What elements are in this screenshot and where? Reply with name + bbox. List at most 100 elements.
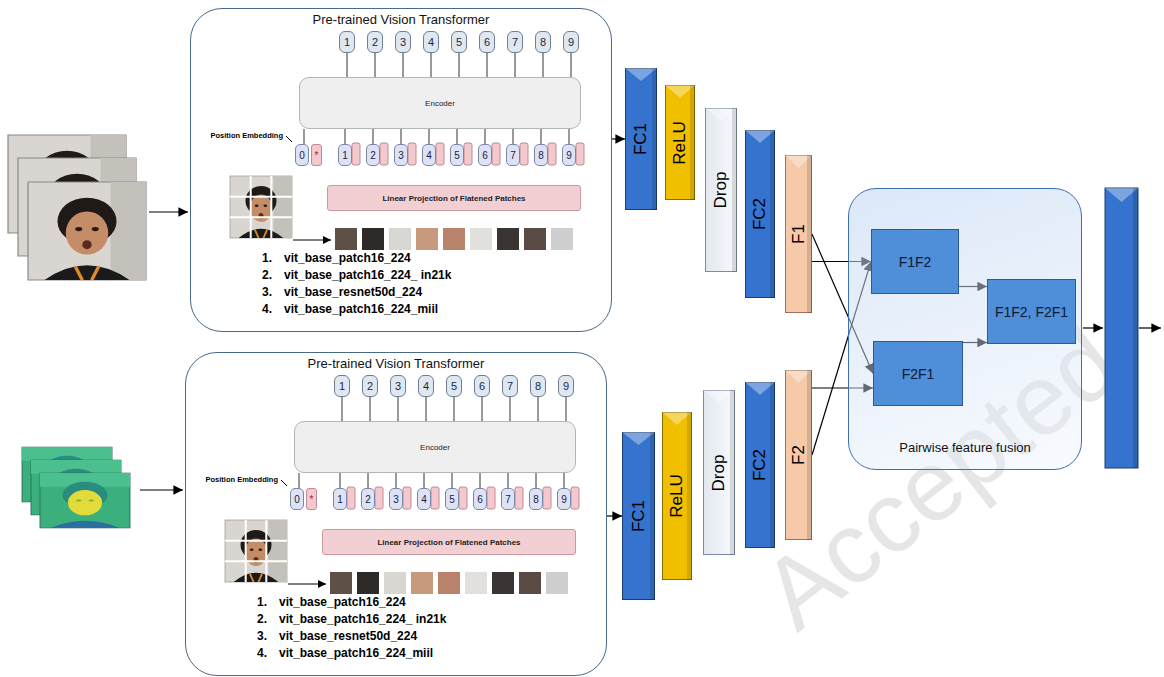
token-link (482, 397, 483, 421)
input-frames (8, 135, 146, 280)
node-label: 5 (456, 36, 462, 48)
node-label: 2 (370, 150, 376, 161)
token-link (457, 129, 458, 144)
node-label: 8 (535, 380, 541, 392)
projection-box: Linear Projection of Flatened Patches (327, 185, 581, 211)
fc-layer: FC1 (622, 432, 655, 600)
model-name: vit_base_patch16_224 (284, 251, 411, 265)
output-token: 4 (418, 375, 434, 397)
node-label: F2F1 (902, 366, 935, 382)
fusion-box: F1F2, F2F1 (987, 279, 1076, 344)
layer-label: FC1 (629, 500, 649, 532)
token-link (426, 397, 427, 421)
flow-arrow (607, 515, 622, 516)
embedding-token: 6 (478, 144, 492, 166)
embedding-token: 5 (445, 488, 459, 510)
node-label: 6 (482, 150, 488, 161)
model-name: vit_base_patch16_224 (279, 595, 406, 609)
flow-arrow (612, 138, 625, 139)
layer-label: FC1 (631, 123, 651, 155)
fc-layer: FC1 (625, 68, 657, 210)
token-link (340, 473, 341, 488)
embedding-token: 0 (290, 488, 304, 510)
embedding-token: 8 (534, 144, 548, 166)
token-link (508, 473, 509, 488)
node-label: F1F2, F2F1 (995, 304, 1068, 320)
node-label: * (315, 150, 319, 161)
transformer-panel: Pre-trained Vision Transformer123456789E… (190, 8, 612, 332)
bevel-side (732, 108, 737, 272)
class-token: * (311, 144, 322, 166)
token-link (342, 397, 343, 421)
node-label: 7 (512, 36, 518, 48)
node-label: Encoder (420, 443, 450, 452)
embedding-token: 6 (473, 488, 487, 510)
node-label: 3 (400, 36, 406, 48)
relu-layer: ReLU (665, 85, 695, 200)
encoder-box: Encoder (299, 77, 581, 129)
layer-label: Drop (709, 454, 729, 491)
node-label: 0 (294, 494, 300, 505)
bevel-side (650, 432, 655, 600)
output-layer (1105, 188, 1138, 468)
token-link (513, 129, 514, 144)
token-link (538, 397, 539, 421)
input-arrow (140, 489, 183, 490)
token-link (401, 129, 402, 144)
node-label: * (310, 494, 314, 505)
dropout-layer: Drop (703, 390, 735, 555)
embedding-token: 2 (366, 144, 380, 166)
dropout-layer: Drop (705, 108, 737, 272)
embedding-token: 9 (557, 488, 571, 510)
layer-label: Drop (711, 172, 731, 209)
token-link (347, 53, 348, 77)
model-name: vit_base_resnet50d_224 (279, 629, 417, 643)
node-label: F1F2 (899, 254, 932, 270)
model-name: vit_base_patch16_224_miil (284, 302, 438, 316)
node-label: 4 (421, 494, 427, 505)
class-token: * (306, 488, 317, 510)
node-label: Pre-trained Vision Transformer (186, 356, 606, 371)
output-token: 6 (474, 375, 490, 397)
node-label: 1 (337, 494, 343, 505)
list-number: 1. (257, 595, 267, 609)
node-label: 2 (372, 36, 378, 48)
panel-decoration (225, 480, 579, 594)
layer-label: F2 (789, 445, 809, 465)
fc-layer: FC2 (745, 382, 775, 548)
list-number: 4. (257, 646, 267, 660)
token-link (345, 129, 346, 144)
bevel-side (770, 382, 775, 548)
node-label: 9 (563, 380, 569, 392)
token-link (541, 129, 542, 144)
node-label: 8 (533, 494, 539, 505)
list-number: 3. (262, 285, 272, 299)
panel-decoration (230, 136, 584, 250)
feature-vector: F1 (785, 155, 812, 313)
output-token: 4 (423, 31, 439, 53)
layer-label: FC2 (750, 449, 770, 481)
embedding-token: 7 (506, 144, 520, 166)
output-token: 7 (507, 31, 523, 53)
feature-vector: F2 (785, 370, 812, 540)
node-label: 9 (561, 494, 567, 505)
embedding-token: 0 (295, 144, 309, 166)
bevel-side (807, 155, 812, 313)
embedding-token: 4 (422, 144, 436, 166)
node-label: 5 (449, 494, 455, 505)
output-token: 1 (334, 375, 350, 397)
token-link (515, 53, 516, 77)
node-label: 2 (365, 494, 371, 505)
list-number: 4. (262, 302, 272, 316)
embedding-token: 3 (394, 144, 408, 166)
fusion-box: F2F1 (873, 341, 963, 406)
node-label: 9 (566, 150, 572, 161)
output-token: 8 (535, 31, 551, 53)
layer-label: F1 (789, 224, 809, 244)
annotation: Position Embedding (178, 475, 278, 484)
output-arrow (1083, 327, 1103, 328)
model-name: vit_base_patch16_224_miil (279, 646, 433, 660)
model-name: vit_base_patch16_224_ in21k (284, 268, 451, 282)
token-link (566, 397, 567, 421)
bevel-side (690, 85, 695, 200)
